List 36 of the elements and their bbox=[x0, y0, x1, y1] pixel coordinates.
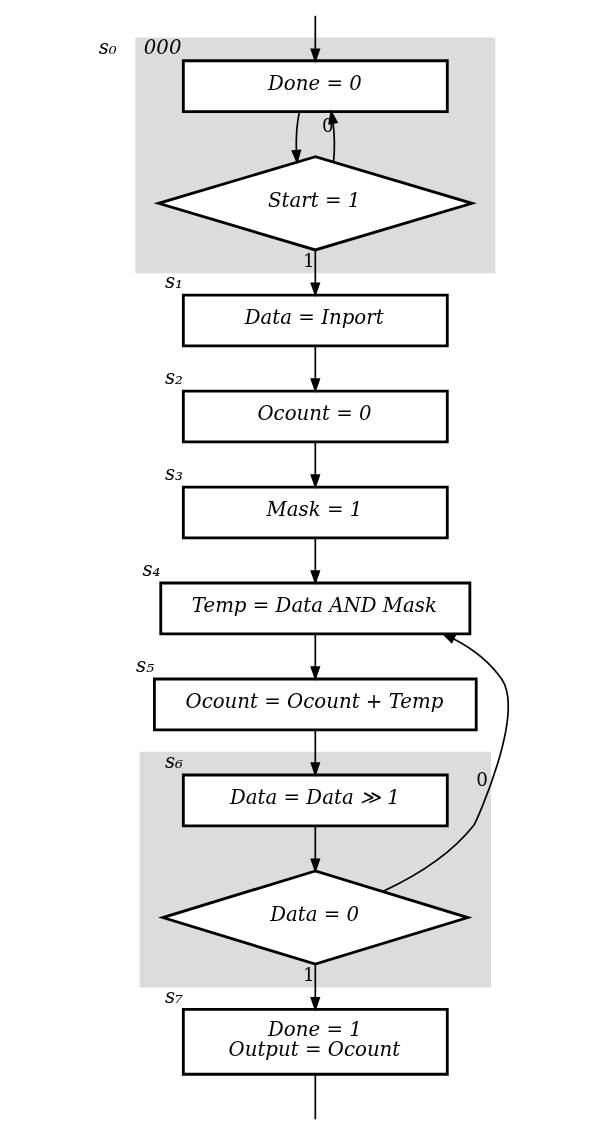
node-label: s₆ bbox=[164, 750, 184, 774]
node-label: s₀ bbox=[98, 35, 117, 59]
node-box: Ocount = Ocount + Temp bbox=[153, 677, 478, 732]
arrow bbox=[310, 633, 321, 681]
arrow bbox=[382, 632, 509, 893]
node-label: s₃ bbox=[164, 462, 184, 486]
node-label: s₁ bbox=[164, 270, 184, 294]
edge-label: 0 bbox=[476, 768, 488, 790]
arrow bbox=[291, 111, 302, 165]
node-box: Data = Inport bbox=[181, 293, 449, 348]
node-box: Done = 1 Output = Ocount bbox=[181, 1007, 449, 1076]
edge-label: 1 bbox=[303, 249, 315, 271]
node-box: Mask = 1 bbox=[181, 485, 449, 540]
node-box: Ocount = 0 bbox=[181, 389, 449, 444]
node-diamond: Data = 0 bbox=[158, 869, 473, 966]
arrow bbox=[310, 963, 321, 1012]
node-label: s₂ bbox=[164, 366, 184, 390]
edge-label: 1 bbox=[303, 964, 315, 986]
node-box: Done = 0 bbox=[181, 59, 449, 113]
node-label: s₇ bbox=[164, 984, 184, 1008]
arrow bbox=[310, 729, 321, 777]
node-label: s₄ bbox=[142, 558, 161, 582]
arrow bbox=[310, 441, 321, 489]
cluster bbox=[135, 37, 496, 274]
arrow bbox=[310, 825, 321, 874]
arrow bbox=[310, 537, 321, 585]
arrow bbox=[310, 345, 321, 393]
arrow bbox=[310, 14, 321, 64]
cluster bbox=[139, 751, 492, 988]
node-box: Temp = Data AND Mask bbox=[159, 581, 472, 636]
connector bbox=[314, 1073, 317, 1121]
node-label: 000 bbox=[143, 35, 182, 59]
node-box: Data = Data ≫ 1 bbox=[181, 773, 449, 828]
node-label: s₅ bbox=[136, 654, 155, 678]
node-diamond: Start = 1 bbox=[153, 155, 477, 252]
arrow bbox=[310, 249, 321, 298]
